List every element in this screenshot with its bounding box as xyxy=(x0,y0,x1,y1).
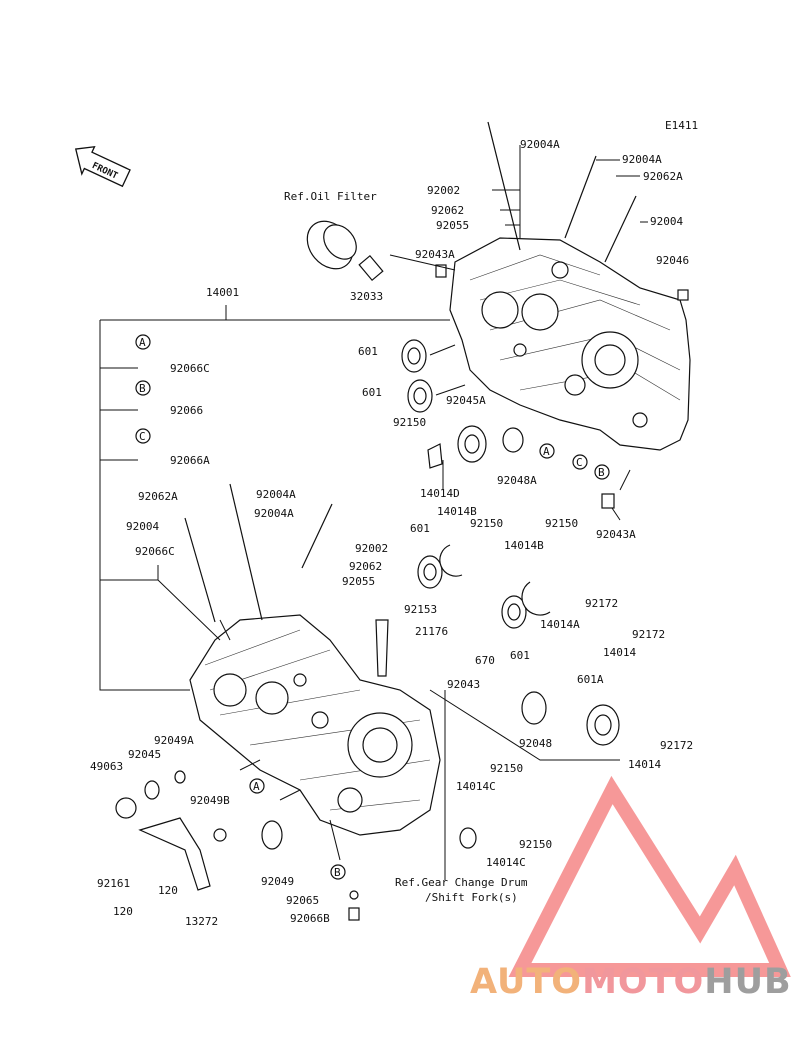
part-label: 92066C xyxy=(170,362,210,375)
part-label: 32033 xyxy=(350,290,383,303)
part-label: 92043 xyxy=(447,678,480,691)
part-label: 120 xyxy=(158,884,178,897)
part-label: 601A xyxy=(577,673,604,686)
part-label: 92062A xyxy=(138,490,178,503)
part-label: 92062 xyxy=(349,560,382,573)
part-label: 92002 xyxy=(355,542,388,555)
part-label: 92150 xyxy=(545,517,578,530)
part-label: 92049A xyxy=(154,734,194,747)
part-label: 601 xyxy=(358,345,378,358)
part-label: 92150 xyxy=(470,517,503,530)
part-label: 92055 xyxy=(342,575,375,588)
circle-label: A xyxy=(543,445,550,458)
part-label: 601 xyxy=(510,649,530,662)
studs-lower xyxy=(184,483,333,623)
part-label: 92004A xyxy=(254,507,294,520)
part-label: 92065 xyxy=(286,894,319,907)
part-label: 21176 xyxy=(415,625,448,638)
part-label: 92048A xyxy=(497,474,537,487)
part-label: 92161 xyxy=(97,877,130,890)
brand-logo: AUTOMOTOHUB xyxy=(470,962,792,1002)
part-label: 14014 xyxy=(628,758,661,771)
lower-crankcase xyxy=(189,614,441,836)
part-label: 14014B xyxy=(504,539,544,552)
circle-label: B xyxy=(598,466,605,479)
diagram-code: E1411 xyxy=(665,119,698,132)
part-label: 92043A xyxy=(415,248,455,261)
bearings-lower xyxy=(115,544,620,921)
leader-lines xyxy=(99,145,648,880)
part-label: 92046 xyxy=(656,254,689,267)
part-label: 14014 xyxy=(603,646,636,659)
ref-oil-filter: Ref.Oil Filter xyxy=(284,190,377,203)
part-label: 92049B xyxy=(190,794,230,807)
part-label: 670 xyxy=(475,654,495,667)
brand-part-2: MOTO xyxy=(582,962,705,1002)
part-label: 92004 xyxy=(126,520,159,533)
ref-gear-change-1: Ref.Gear Change Drum xyxy=(395,876,528,889)
part-label: 92048 xyxy=(519,737,552,750)
part-label: 92045A xyxy=(446,394,486,407)
part-label: 92002 xyxy=(427,184,460,197)
brand-part-3: HUB xyxy=(704,962,792,1002)
part-label: 92153 xyxy=(404,603,437,616)
part-label: 14014A xyxy=(540,618,580,631)
circle-label: C xyxy=(139,430,146,443)
studs-upper xyxy=(487,121,637,263)
part-label: 14014C xyxy=(486,856,526,869)
part-label: 120 xyxy=(113,905,133,918)
bearings-middle xyxy=(401,264,689,509)
part-label: 601 xyxy=(410,522,430,535)
part-label: 92062A xyxy=(643,170,683,183)
reference-circles: A B C A C B A B xyxy=(135,334,610,880)
part-label: 92066C xyxy=(135,545,175,558)
part-label: 14014B xyxy=(437,505,477,518)
circle-label: A xyxy=(253,780,260,793)
part-label: 92004A xyxy=(520,138,560,151)
circle-label: B xyxy=(334,866,341,879)
brand-part-1: AUTO xyxy=(470,962,583,1002)
circle-label: C xyxy=(576,456,583,469)
part-label: 92066 xyxy=(170,404,203,417)
part-label: 601 xyxy=(362,386,382,399)
part-label: 14001 xyxy=(206,286,239,299)
part-label: 14014D xyxy=(420,487,460,500)
part-label: 92055 xyxy=(436,219,469,232)
part-labels: 92004A 92004A 92062A 92004 92002 92062 9… xyxy=(90,138,693,928)
part-label: 92066A xyxy=(170,454,210,467)
circle-label: A xyxy=(139,336,146,349)
part-label: 49063 xyxy=(90,760,123,773)
part-label: 92150 xyxy=(519,838,552,851)
part-label: 92150 xyxy=(393,416,426,429)
part-label: 92172 xyxy=(585,597,618,610)
ref-gear-change-2: /Shift Fork(s) xyxy=(425,891,518,904)
watermark-logo xyxy=(508,775,791,977)
part-label: 14014C xyxy=(456,780,496,793)
part-label: 92172 xyxy=(660,739,693,752)
part-label: 92150 xyxy=(490,762,523,775)
part-label: 13272 xyxy=(185,915,218,928)
part-label: 92045 xyxy=(128,748,161,761)
part-label: 92062 xyxy=(431,204,464,217)
part-label: 92066B xyxy=(290,912,330,925)
part-label: 92004A xyxy=(256,488,296,501)
part-label: 92004 xyxy=(650,215,683,228)
circle-label: B xyxy=(139,382,146,395)
front-arrow-icon: FRONT xyxy=(74,145,131,188)
oil-filter xyxy=(306,220,384,282)
part-label: 92172 xyxy=(632,628,665,641)
part-label: 92043A xyxy=(596,528,636,541)
part-label: 92049 xyxy=(261,875,294,888)
part-label: 92004A xyxy=(622,153,662,166)
upper-crankcase xyxy=(449,237,691,451)
